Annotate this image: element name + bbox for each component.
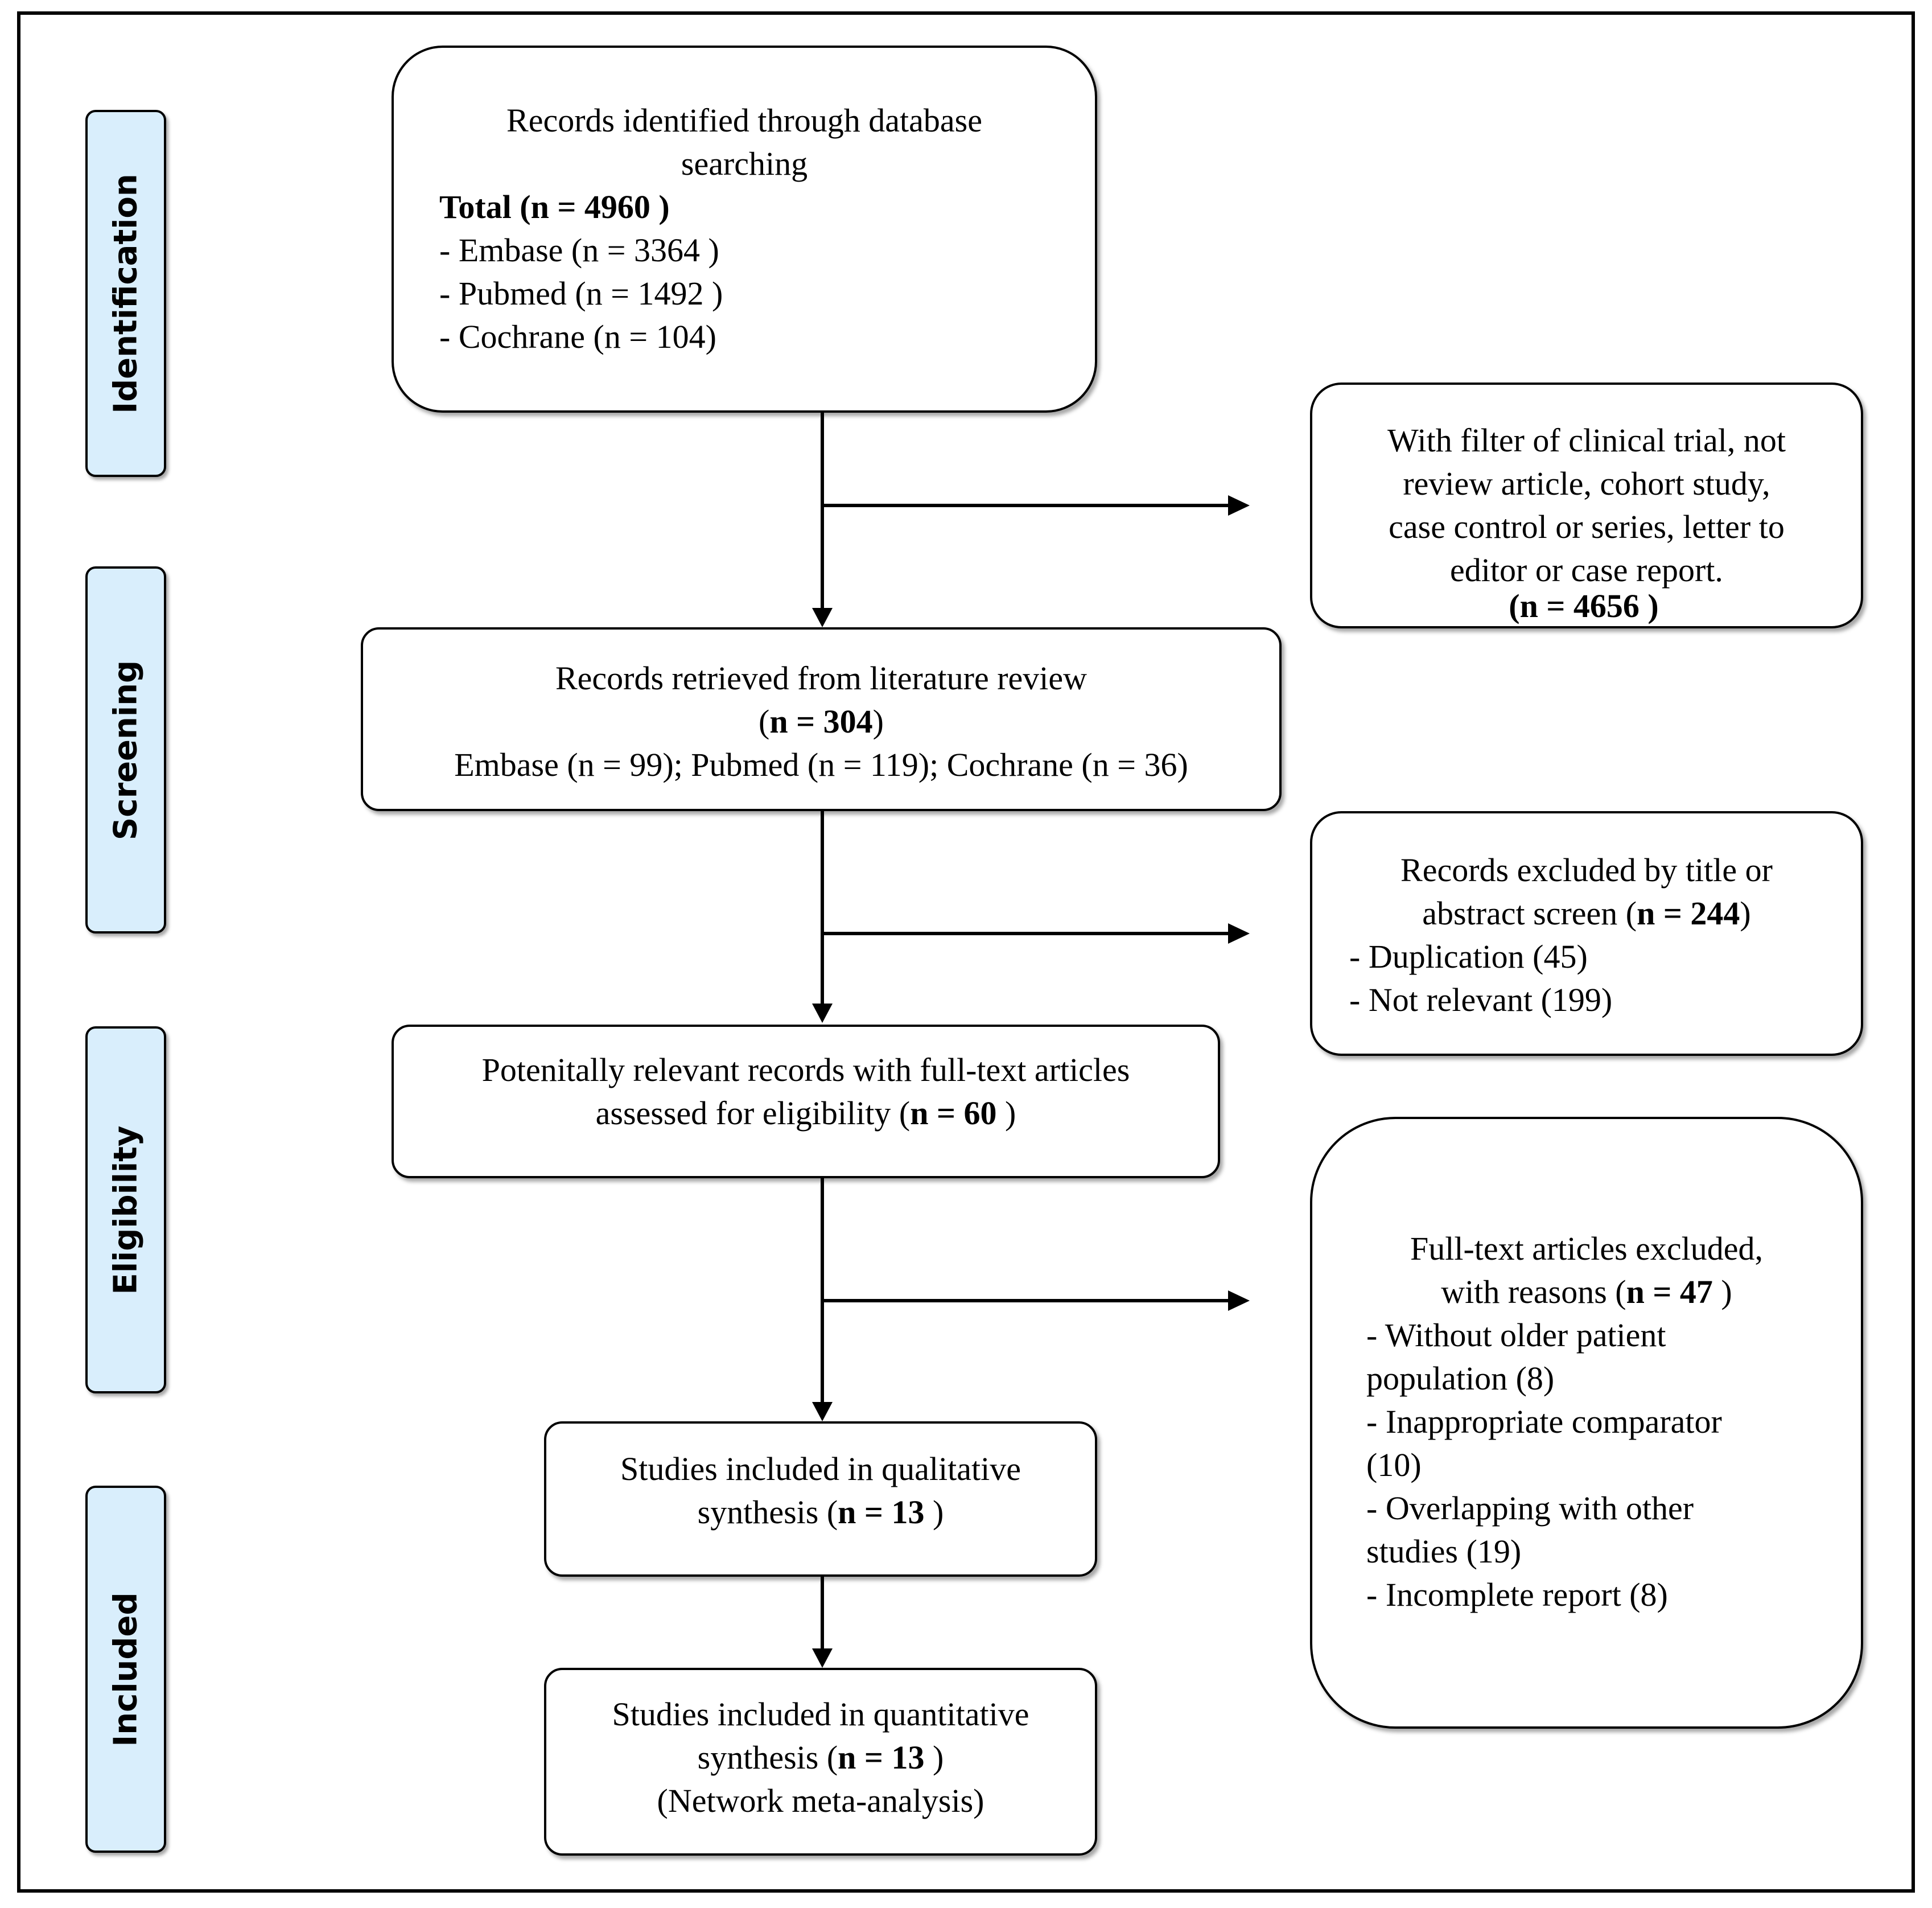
qualitative-synthesis-line-2: synthesis (n = 13 ) bbox=[546, 1491, 1095, 1534]
records-retrieved-box: Records retrieved from literature review… bbox=[361, 627, 1282, 811]
qualitative-synthesis-line-1: Studies included in qualitative bbox=[620, 1450, 1021, 1487]
stage-identification: Identification bbox=[85, 110, 166, 477]
arrowhead-fulltext-excluded bbox=[1228, 1290, 1250, 1311]
records-retrieved-sources: Embase (n = 99); Pubmed (n = 119); Cochr… bbox=[454, 746, 1188, 783]
fulltext-excluded-reason-2a: - Inappropriate comparator bbox=[1366, 1403, 1722, 1440]
qualitative-synthesis-close: ) bbox=[924, 1494, 944, 1531]
fulltext-excluded-reason-1b: population (8) bbox=[1366, 1360, 1555, 1397]
fulltext-excluded-line-2: with reasons (n = 47 ) bbox=[1312, 1270, 1861, 1314]
records-identified-embase: - Embase (n = 3364 ) bbox=[439, 232, 719, 269]
quantitative-synthesis-box: Studies included in quantitative synthes… bbox=[544, 1668, 1097, 1856]
fulltext-excluded-count: n = 47 bbox=[1626, 1273, 1713, 1310]
records-identified-box: Records identified through database sear… bbox=[392, 46, 1097, 413]
quantitative-synthesis-close: ) bbox=[924, 1739, 944, 1776]
records-identified-pubmed: - Pubmed (n = 1492 ) bbox=[439, 275, 723, 312]
qualitative-synthesis-line-2-text: synthesis ( bbox=[697, 1494, 838, 1531]
stage-eligibility: Eligibility bbox=[85, 1026, 166, 1393]
eligible-records-line-2: assessed for eligibility (n = 60 ) bbox=[394, 1092, 1218, 1135]
title-excluded-not-relevant: - Not relevant (199) bbox=[1349, 981, 1613, 1018]
fulltext-excluded-line-2-text: with reasons ( bbox=[1441, 1273, 1626, 1310]
arrowhead-qualitative bbox=[812, 1402, 833, 1421]
records-retrieved-count: (n = 304) bbox=[363, 700, 1279, 743]
filter-excluded-line-4: editor or case report. bbox=[1450, 552, 1723, 589]
title-excluded-close: ) bbox=[1740, 895, 1751, 932]
arrowhead-quantitative bbox=[812, 1648, 833, 1668]
diagram-frame bbox=[17, 11, 1915, 1893]
quantitative-synthesis-line-1: Studies included in quantitative bbox=[612, 1696, 1029, 1733]
records-retrieved-count-close: ) bbox=[872, 703, 884, 740]
quantitative-synthesis-line-3: (Network meta-analysis) bbox=[657, 1782, 984, 1819]
title-excluded-line-2-text: abstract screen ( bbox=[1422, 895, 1637, 932]
title-excluded-count: n = 244 bbox=[1637, 895, 1740, 932]
qualitative-synthesis-box: Studies included in qualitative synthesi… bbox=[544, 1421, 1097, 1577]
fulltext-excluded-reason-3b: studies (19) bbox=[1366, 1533, 1522, 1570]
arrowhead-title-excluded bbox=[1228, 923, 1250, 944]
qualitative-synthesis-count: n = 13 bbox=[838, 1494, 925, 1531]
records-identified-title-2: searching bbox=[681, 145, 808, 182]
arrowhead-eligible bbox=[812, 1004, 833, 1023]
title-excluded-line-2: abstract screen (n = 244) bbox=[1312, 892, 1861, 935]
records-identified-cochrane: - Cochrane (n = 104) bbox=[439, 318, 716, 355]
filter-excluded-line-3: case control or series, letter to bbox=[1389, 508, 1785, 545]
records-identified-total: Total (n = 4960 ) bbox=[439, 188, 670, 225]
arrowhead-retrieved bbox=[812, 608, 833, 627]
fulltext-excluded-reason-2b: (10) bbox=[1366, 1446, 1422, 1483]
filter-excluded-line-1: With filter of clinical trial, not bbox=[1387, 422, 1786, 459]
records-retrieved-count-value: n = 304 bbox=[769, 703, 873, 740]
filter-excluded-line-2: review article, cohort study, bbox=[1403, 465, 1770, 502]
title-excluded-duplication: - Duplication (45) bbox=[1349, 938, 1588, 975]
fulltext-excluded-line-1: Full-text articles excluded, bbox=[1410, 1230, 1764, 1267]
fulltext-excluded-reason-4: - Incomplete report (8) bbox=[1366, 1576, 1668, 1613]
eligible-records-line-1: Potenitally relevant records with full-t… bbox=[481, 1051, 1130, 1088]
records-identified-title-1: Records identified through database bbox=[506, 102, 982, 139]
filter-excluded-box: With filter of clinical trial, not revie… bbox=[1310, 383, 1863, 628]
title-excluded-line-1: Records excluded by title or bbox=[1400, 852, 1773, 889]
eligible-records-line-2-text: assessed for eligibility ( bbox=[595, 1095, 911, 1132]
fulltext-excluded-reason-3a: - Overlapping with other bbox=[1366, 1490, 1694, 1527]
eligible-records-close: ) bbox=[996, 1095, 1016, 1132]
fulltext-excluded-box: Full-text articles excluded, with reason… bbox=[1310, 1117, 1863, 1729]
quantitative-synthesis-count: n = 13 bbox=[838, 1739, 925, 1776]
stage-included: Included bbox=[85, 1486, 166, 1853]
arrowhead-filter-excluded bbox=[1228, 495, 1250, 516]
stage-screening: Screening bbox=[85, 566, 166, 934]
quantitative-synthesis-line-2: synthesis (n = 13 ) bbox=[546, 1736, 1095, 1779]
title-excluded-box: Records excluded by title or abstract sc… bbox=[1310, 811, 1863, 1056]
filter-excluded-count: (n = 4656 ) bbox=[1509, 587, 1659, 624]
fulltext-excluded-reason-1a: - Without older patient bbox=[1366, 1317, 1666, 1354]
quantitative-synthesis-line-2-text: synthesis ( bbox=[697, 1739, 838, 1776]
eligible-records-count: n = 60 bbox=[910, 1095, 997, 1132]
eligible-records-box: Potenitally relevant records with full-t… bbox=[392, 1025, 1220, 1178]
fulltext-excluded-close: ) bbox=[1712, 1273, 1732, 1310]
records-retrieved-line-1: Records retrieved from literature review bbox=[555, 660, 1087, 697]
records-retrieved-count-open: ( bbox=[759, 703, 770, 740]
